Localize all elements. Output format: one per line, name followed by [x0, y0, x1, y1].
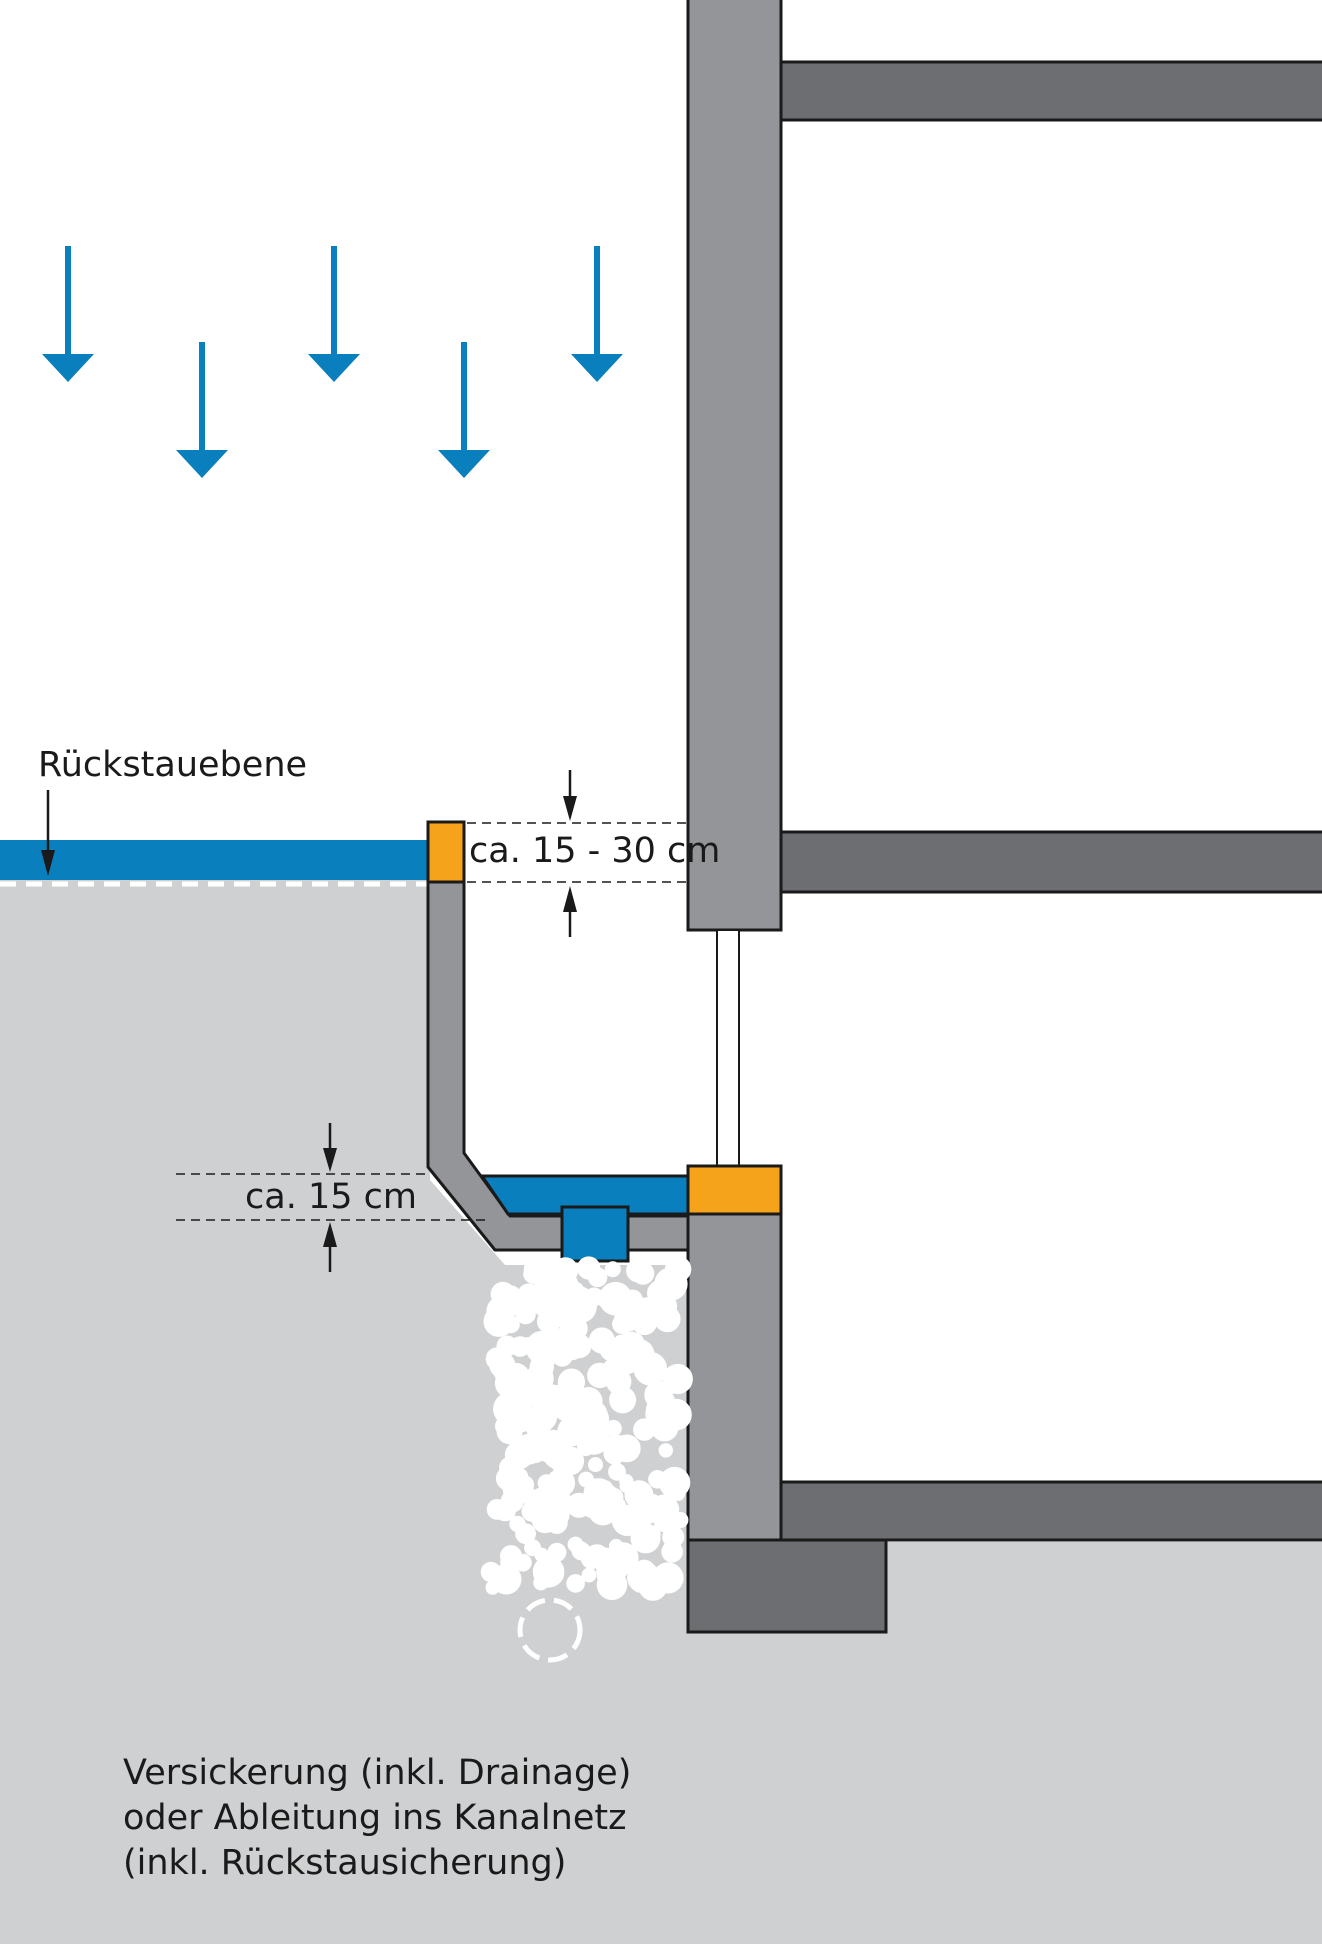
- arrow-down-icon: [308, 246, 360, 382]
- gravel-pebble: [662, 1525, 685, 1548]
- gravel-pebble: [486, 1499, 508, 1520]
- gravel-pebble: [499, 1414, 516, 1431]
- gravel-pebble: [662, 1363, 693, 1395]
- gravel-pebble: [615, 1349, 640, 1374]
- gravel-pebble: [595, 1549, 630, 1583]
- gravel-pebble: [533, 1575, 549, 1591]
- gravel-pebble: [490, 1563, 522, 1595]
- gravel-pebble: [604, 1261, 621, 1278]
- upper-gap-label: ca. 15 - 30 cm: [469, 831, 720, 871]
- middle-slab: [778, 830, 1322, 894]
- gravel-pebble: [648, 1407, 666, 1424]
- footnote-line-2: oder Ableitung ins Kanalnetz: [123, 1798, 626, 1838]
- arrow-down-icon: [42, 246, 94, 382]
- gravel-pebble: [509, 1515, 526, 1533]
- gravel-pebble: [633, 1351, 668, 1386]
- arrow-down-icon: [571, 246, 623, 382]
- floor-slabs: [686, 60, 1322, 1634]
- foundation: [686, 1538, 888, 1634]
- upper-dimension: [467, 770, 690, 937]
- gravel-pebble: [533, 1382, 560, 1409]
- gravel-pebble: [539, 1299, 567, 1327]
- gravel-pebble: [664, 1256, 692, 1283]
- gravel-pebble: [485, 1347, 509, 1371]
- gravel-pebble: [658, 1443, 673, 1458]
- gravel-pebble: [524, 1539, 542, 1557]
- gravel-pebble: [549, 1502, 569, 1523]
- gravel-pebble: [581, 1405, 610, 1433]
- surface-water: [0, 840, 430, 880]
- gravel-pebble: [557, 1416, 588, 1447]
- well-water: [479, 1174, 690, 1216]
- ground: [0, 880, 688, 1944]
- gravel-pebble: [598, 1281, 633, 1316]
- upper-wall: [686, 0, 783, 932]
- gravel-pebble: [557, 1368, 586, 1396]
- gravel-pebble: [540, 1441, 558, 1459]
- walls: [686, 0, 783, 1542]
- basement-slab: [778, 1480, 1322, 1542]
- gravel-pebble: [525, 1252, 558, 1286]
- gravel-pebble: [633, 1418, 656, 1441]
- gravel-pebble: [514, 1553, 532, 1572]
- gravel-pebble: [659, 1475, 678, 1494]
- gravel-pebble: [598, 1480, 613, 1496]
- gravel-pebble: [650, 1494, 679, 1523]
- gravel-pebble: [652, 1568, 671, 1588]
- gravel-pebble: [604, 1419, 622, 1437]
- gravel-pebble: [603, 1442, 626, 1465]
- lower-dimension: [176, 1123, 488, 1272]
- gravel-pebble: [513, 1433, 545, 1465]
- gravel-pebble: [538, 1331, 572, 1365]
- gravel-pebble: [588, 1327, 616, 1354]
- well-wall: [426, 880, 690, 1252]
- gravel-pebble: [605, 1368, 632, 1395]
- gravel-pebble: [567, 1281, 585, 1299]
- gravel-pebble: [631, 1262, 655, 1285]
- well-seal: [426, 820, 466, 884]
- gravel-pebble: [567, 1536, 584, 1553]
- backwater-level-label: Rückstauebene: [38, 745, 307, 785]
- gravel-pebble: [519, 1337, 537, 1355]
- basement-window: [716, 929, 740, 1167]
- backwater-pointer: [41, 790, 55, 876]
- arrow-icon: [563, 770, 577, 821]
- gravel-pebble: [608, 1462, 626, 1481]
- gravel-pebble: [612, 1314, 633, 1335]
- gravel-pebble: [644, 1380, 673, 1410]
- drain-outlet: [560, 1205, 630, 1263]
- arrow-icon: [563, 886, 577, 937]
- gravel-pebble: [582, 1290, 597, 1305]
- gravel-pebble: [577, 1256, 601, 1280]
- gravel-pebble: [588, 1457, 603, 1473]
- gravel-pebble: [502, 1362, 530, 1391]
- gravel-pebble: [630, 1523, 661, 1554]
- gravel-soakaway: [480, 1252, 693, 1601]
- footnote-line-3: (inkl. Rückstausicherung): [123, 1843, 566, 1883]
- arrow-icon: [323, 1222, 337, 1272]
- arrow-down-icon: [176, 342, 228, 478]
- arrow-icon: [323, 1123, 337, 1172]
- lower-wall: [686, 1164, 783, 1542]
- gravel-pebble: [546, 1468, 576, 1498]
- gravel-pebble: [527, 1402, 558, 1432]
- lower-gap-label: ca. 15 cm: [245, 1177, 417, 1217]
- gravel-pebble: [502, 1473, 534, 1505]
- gravel-pebble: [511, 1298, 530, 1317]
- gravel-pebble: [623, 1289, 643, 1310]
- upper-slab: [778, 60, 1322, 122]
- rain-arrows: [42, 246, 623, 478]
- gravel-pebble: [624, 1480, 654, 1510]
- gravel-pebble: [581, 1567, 597, 1583]
- drainage-pipe-icon: [517, 1597, 583, 1663]
- gravel-pebble: [566, 1574, 585, 1593]
- footnote-line-1: Versickerung (inkl. Drainage): [123, 1753, 631, 1793]
- gravel-pebble: [502, 1316, 520, 1334]
- arrow-down-icon: [438, 342, 490, 478]
- wall-seal: [686, 1164, 783, 1216]
- gravel-pebble: [627, 1560, 660, 1594]
